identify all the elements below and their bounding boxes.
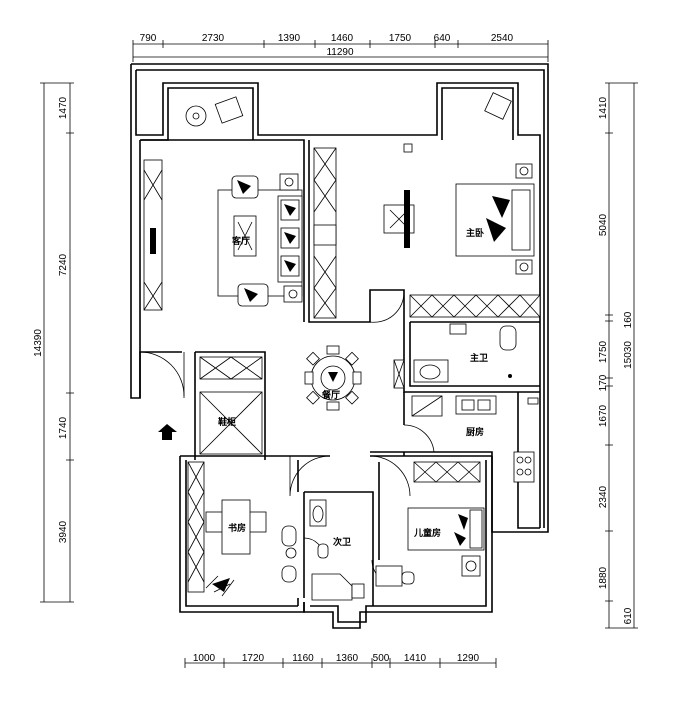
dim-right-5: 170: [598, 374, 609, 391]
dining-furniture: [304, 345, 362, 411]
master-bath-fixtures: [413, 323, 517, 383]
dim-bottom-7: 1290: [457, 653, 480, 664]
dim-bottom-2: 1720: [242, 653, 265, 664]
kids-room-furniture: [375, 507, 485, 587]
room-label-kids-room: 儿童房: [413, 527, 441, 539]
master-bedroom-furniture: [383, 163, 535, 275]
dim-top-6: 640: [434, 33, 451, 44]
bottom-dimension-labels: 1000 1720 1160 1360 500 1410 1290: [193, 653, 480, 664]
wardrobes: [143, 147, 541, 593]
dim-bottom-6: 1410: [404, 653, 427, 664]
study-furniture: [205, 499, 297, 597]
kitchen-fixtures: [411, 395, 539, 483]
left-dimension-labels: 14390 1470 7240 1740 3940: [33, 96, 69, 543]
room-label-shoe-cabinet: 鞋柜: [218, 416, 236, 428]
entry-arrow-icon: [158, 424, 177, 440]
room-label-kitchen: 厨房: [466, 426, 484, 438]
dim-bottom-5: 500: [373, 653, 390, 664]
second-bath-fixtures: [309, 499, 365, 601]
dimension-ticks: [40, 40, 638, 668]
dim-right-6: 1670: [598, 404, 609, 427]
dim-right-4: 1750: [598, 340, 609, 363]
room-label-dining: 餐厅: [321, 389, 340, 401]
dim-right-7: 2340: [598, 485, 609, 508]
right-dimension-labels: 15030 1410 5040 160 1750 170 1670 2340 1…: [598, 96, 634, 624]
dim-right-total: 15030: [623, 341, 634, 369]
dim-bottom-4: 1360: [336, 653, 359, 664]
dim-top-2: 2730: [202, 33, 225, 44]
dim-top-4: 1460: [331, 33, 354, 44]
dim-top-1: 790: [140, 33, 157, 44]
room-label-study: 书房: [228, 522, 246, 534]
dim-top-5: 1750: [389, 33, 412, 44]
top-dimension-labels: 790 2730 1390 1460 1750 640 2540 11290: [140, 33, 514, 58]
dim-top-total: 11290: [326, 47, 354, 58]
dimension-lines: [43, 43, 635, 664]
dim-left-4: 3940: [58, 520, 69, 543]
dim-right-8: 1880: [598, 566, 609, 589]
dim-top-3: 1390: [278, 33, 301, 44]
dim-left-1: 1470: [58, 96, 69, 119]
exterior-walls: [130, 63, 549, 629]
dim-left-total: 14390: [33, 329, 44, 357]
dim-left-3: 1740: [58, 416, 69, 439]
dim-right-1: 1410: [598, 96, 609, 119]
dim-right-2: 5040: [598, 213, 609, 236]
dim-bottom-3: 1160: [292, 653, 314, 664]
dim-bottom-1: 1000: [193, 653, 216, 664]
dim-right-3: 160: [623, 311, 634, 328]
dim-top-7: 2540: [491, 33, 514, 44]
room-label-living: 客厅: [231, 235, 250, 247]
room-labels: 客厅 主卧 主卫 餐厅 厨房 鞋柜 书房 次卫 儿童房: [218, 227, 488, 548]
room-label-second-bath: 次卫: [333, 536, 351, 548]
room-label-master-bedroom: 主卧: [466, 227, 484, 239]
room-label-master-bath: 主卫: [470, 352, 488, 364]
living-room-furniture: [150, 92, 512, 307]
dim-right-9: 610: [623, 607, 634, 624]
dim-left-2: 7240: [58, 253, 69, 276]
